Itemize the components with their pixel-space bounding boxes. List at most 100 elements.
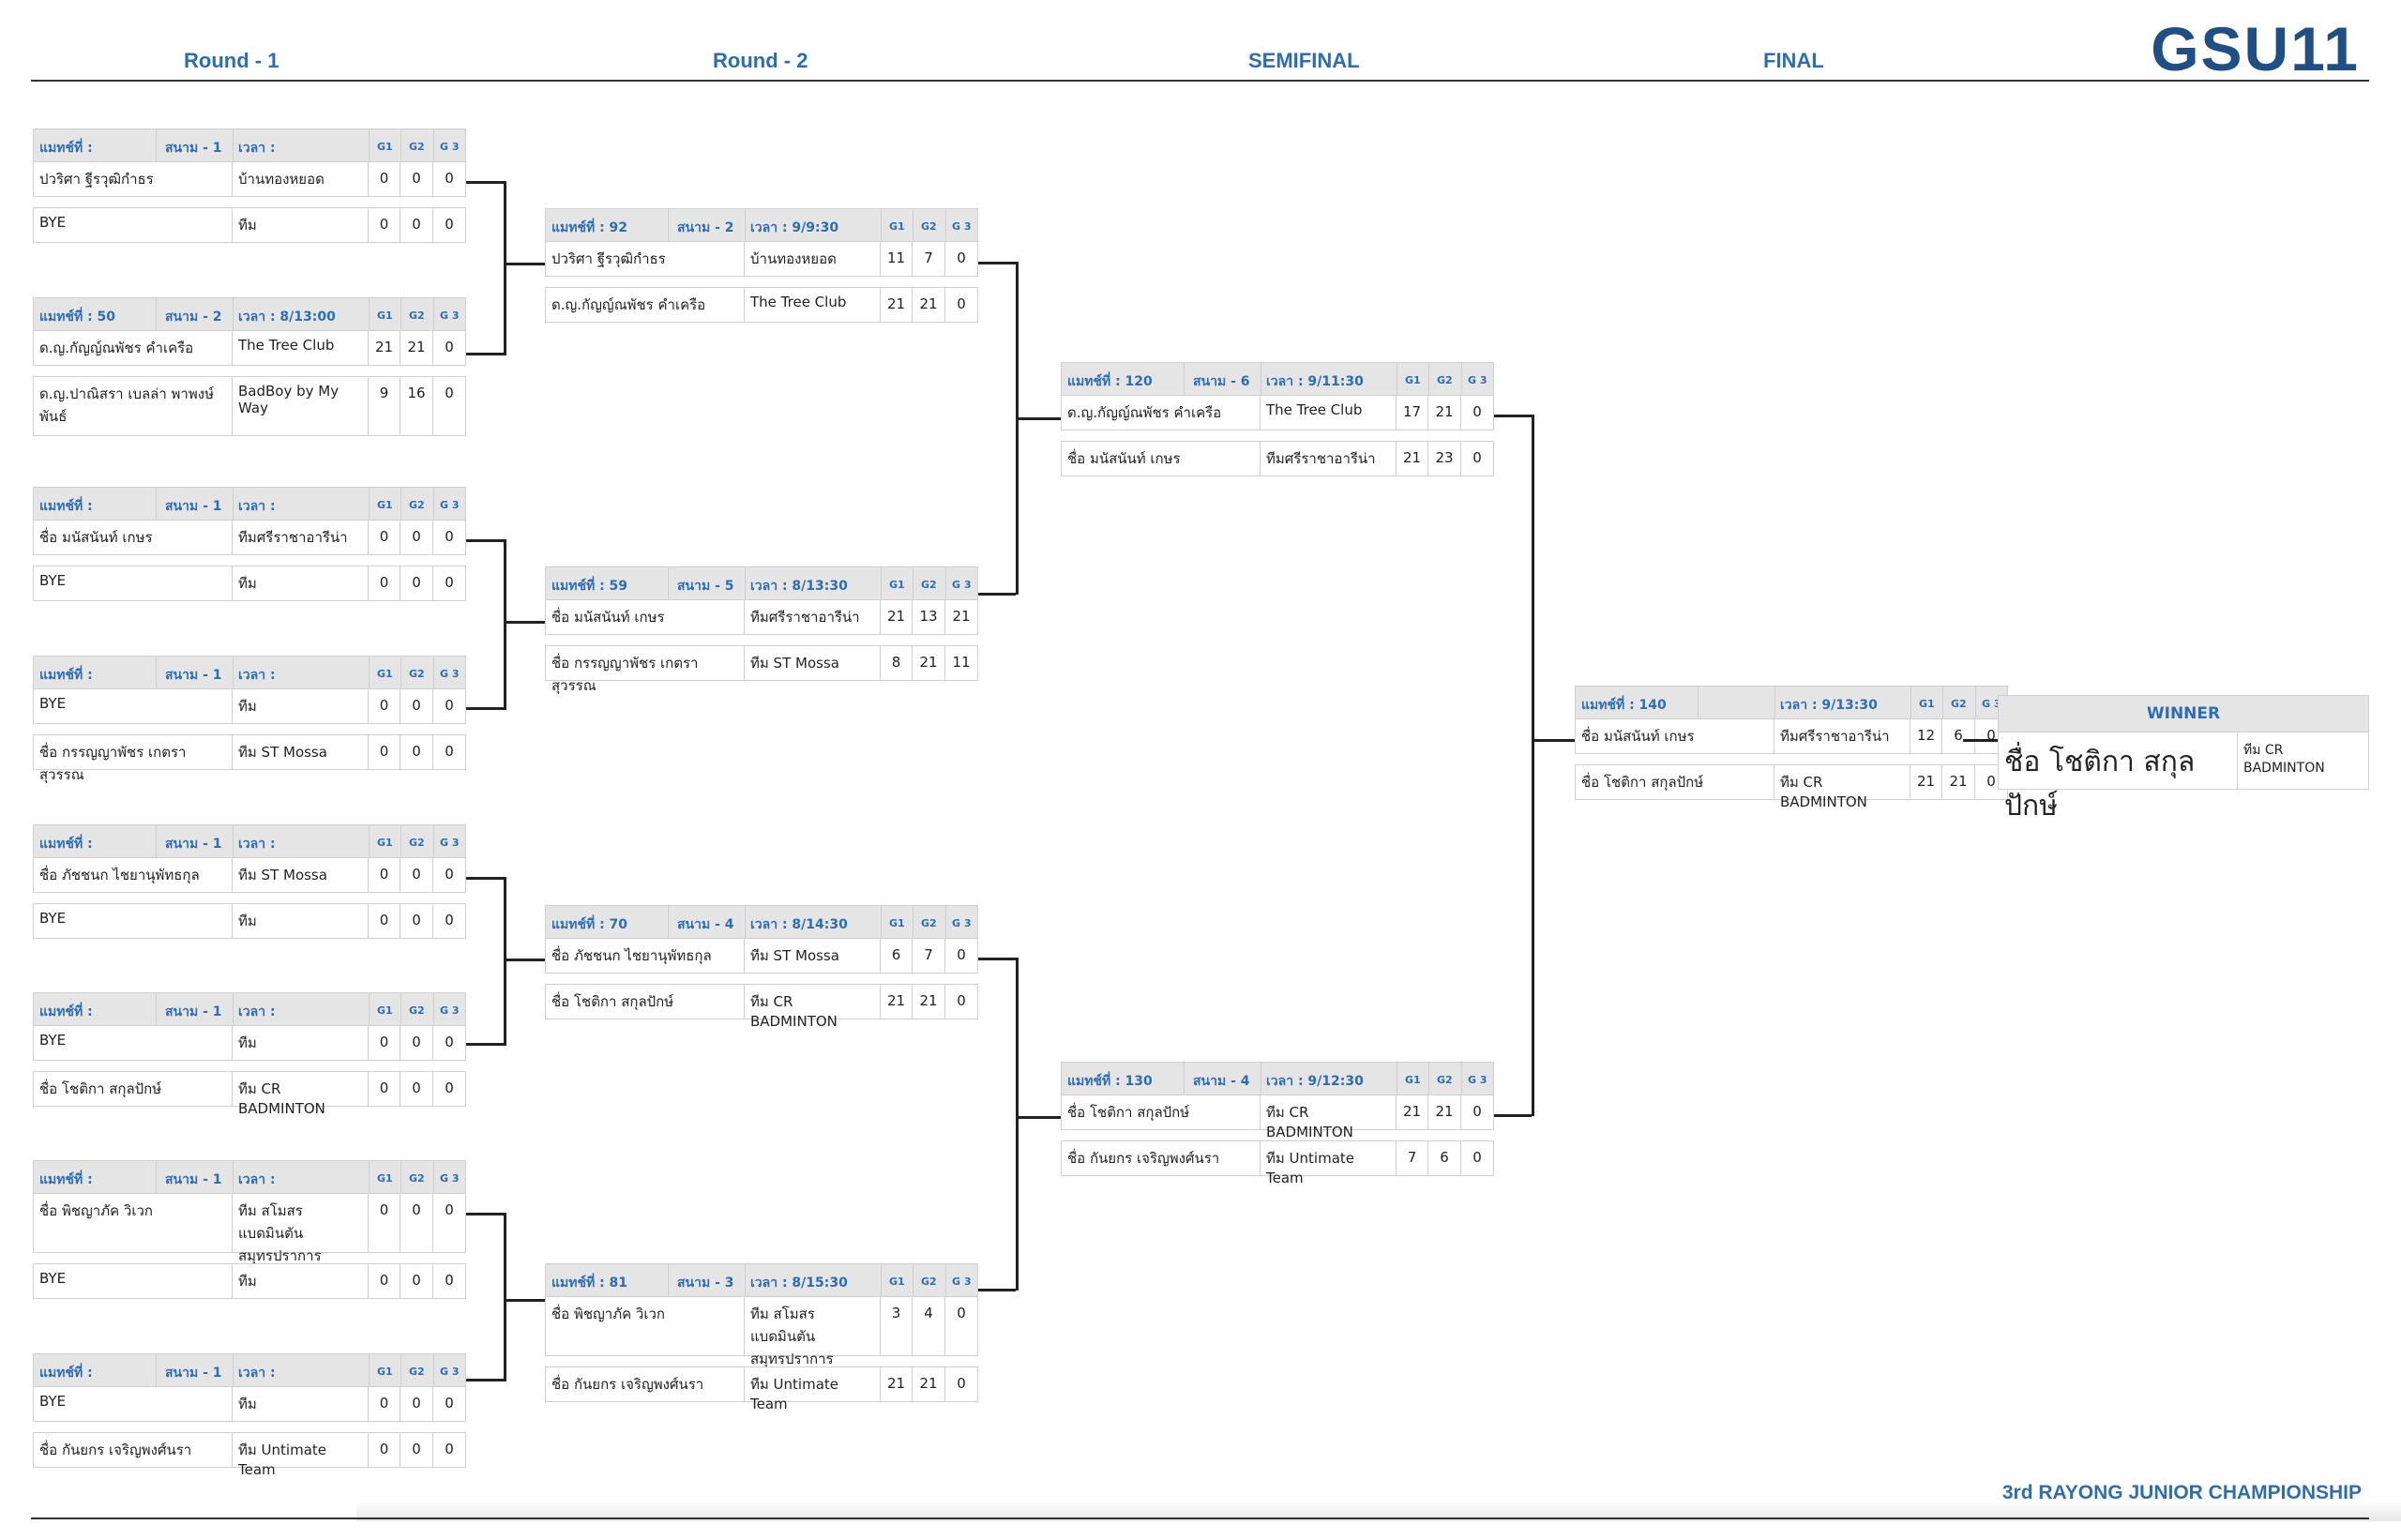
player-club: บ้านทองหยอด bbox=[745, 242, 881, 276]
match-time: เวลา : bbox=[238, 1004, 276, 1019]
game3-score: 0 bbox=[1472, 1149, 1482, 1166]
player-club: ทีมศรีราชาอารีน่า bbox=[745, 600, 881, 634]
match-court: สนาม - 1 bbox=[165, 499, 222, 514]
game1-score: 9 bbox=[369, 377, 400, 435]
game2-score: 0 bbox=[400, 208, 433, 242]
round-2-title: Round - 2 bbox=[713, 49, 808, 72]
player-club: ทีม bbox=[233, 689, 369, 723]
match-number: แมทช์ที่ : 81 bbox=[551, 1276, 628, 1291]
player-name: ชื่อ ภัชชนก ไชยานุพัทธกุล bbox=[34, 858, 233, 892]
game1-score: 0 bbox=[369, 904, 400, 938]
g3-header: G 3 bbox=[440, 1004, 460, 1017]
g2-header: G2 bbox=[409, 668, 425, 680]
game1-score: 0 bbox=[369, 566, 400, 600]
match-number: แมทช์ที่ : 50 bbox=[39, 310, 116, 325]
player-name: BYE bbox=[34, 904, 233, 938]
game1-score: 21 bbox=[369, 331, 400, 365]
player-club: ทีม bbox=[233, 208, 369, 242]
bracket-connector bbox=[504, 539, 506, 710]
player-name: ชื่อ กรรญญาพัชร เกตราสุวรรณ bbox=[546, 646, 745, 694]
g2-header: G2 bbox=[409, 1172, 425, 1185]
game3-score: 0 bbox=[445, 1080, 454, 1096]
game3-score: 0 bbox=[445, 170, 454, 187]
match-time: เวลา : 8/13:00 bbox=[238, 310, 336, 325]
game2-score: 21 bbox=[1942, 765, 1975, 799]
player-club: ทีม bbox=[233, 1264, 369, 1298]
player-club: The Tree Club bbox=[233, 331, 369, 365]
player-row: ชื่อ พิชญาภัค วิเวกทีม สโมสรแบดมินตัน สม… bbox=[545, 1296, 978, 1367]
player-club: ทีม Untimate Team bbox=[745, 1367, 881, 1412]
player-club: ทีม CR BADMINTON bbox=[1261, 1095, 1397, 1140]
game3-score: 0 bbox=[1472, 449, 1482, 466]
winner-box: WINNER ชื่อ โชติกา สกุลปักษ์ ทีม CR BADM… bbox=[1998, 695, 2369, 823]
game2-score: 0 bbox=[400, 689, 433, 723]
game1-score: 3 bbox=[881, 1297, 913, 1355]
player-club: ทีม CR BADMINTON bbox=[1774, 765, 1910, 810]
match-number: แมทช์ที่ : bbox=[39, 668, 93, 683]
winner-club: ทีม CR BADMINTON bbox=[2243, 743, 2325, 776]
g1-header: G1 bbox=[1405, 1074, 1421, 1086]
bracket-connector bbox=[466, 1379, 504, 1381]
g2-header: G2 bbox=[921, 917, 937, 929]
game3-score: 0 bbox=[445, 912, 454, 929]
winner-name: ชื่อ โชติกา สกุลปักษ์ bbox=[1999, 732, 2238, 823]
game1-score: 6 bbox=[881, 939, 913, 973]
game3-score: 0 bbox=[445, 216, 454, 233]
match-time: เวลา : 8/13:30 bbox=[750, 579, 848, 594]
player-club: ทีม CR BADMINTON bbox=[233, 1072, 369, 1117]
bracket-connector bbox=[1016, 262, 1019, 595]
game3-score: 0 bbox=[445, 1395, 454, 1412]
player-club: The Tree Club bbox=[745, 288, 881, 322]
player-name: ด.ญ.กัญญ์ณพัชร คำเครือ bbox=[1062, 396, 1261, 430]
g3-header: G 3 bbox=[440, 1172, 460, 1185]
game2-score: 0 bbox=[400, 162, 433, 196]
match-number: แมทช์ที่ : bbox=[39, 1366, 93, 1381]
game3-score: 0 bbox=[445, 1441, 454, 1457]
player-club: ทีม bbox=[233, 904, 369, 938]
player-name: ชื่อ กันยกร เจริญพงศ์นรา bbox=[34, 1433, 233, 1467]
game3-score: 0 bbox=[1472, 1103, 1482, 1120]
player-name: BYE bbox=[34, 1264, 233, 1298]
match-number: แมทช์ที่ : 92 bbox=[551, 220, 628, 235]
player-club: ทีม ST Mossa bbox=[745, 939, 881, 973]
bracket-connector bbox=[466, 1213, 504, 1215]
game3-score: 0 bbox=[1472, 403, 1482, 420]
match-court: สนาม - 1 bbox=[165, 837, 222, 852]
game3-score: 0 bbox=[957, 992, 966, 1009]
match-court: สนาม - 2 bbox=[677, 220, 734, 235]
player-club: ทีมศรีราชาอารีน่า bbox=[1774, 719, 1910, 753]
game1-score: 0 bbox=[369, 1387, 400, 1421]
g2-header: G2 bbox=[921, 220, 937, 233]
g1-header: G1 bbox=[377, 499, 393, 511]
g1-header: G1 bbox=[377, 310, 393, 322]
player-club: ทีม Untimate Team bbox=[233, 1433, 369, 1478]
final-title: FINAL bbox=[1763, 49, 1824, 72]
match-time: เวลา : bbox=[238, 499, 276, 514]
player-name: ชื่อ กรรญญาพัชร เกตราสุวรรณ bbox=[34, 735, 233, 783]
game1-score: 7 bbox=[1397, 1141, 1428, 1175]
game1-score: 0 bbox=[369, 735, 400, 769]
player-name: ชื่อ มนัสนันท์ เกษร bbox=[1576, 719, 1774, 753]
